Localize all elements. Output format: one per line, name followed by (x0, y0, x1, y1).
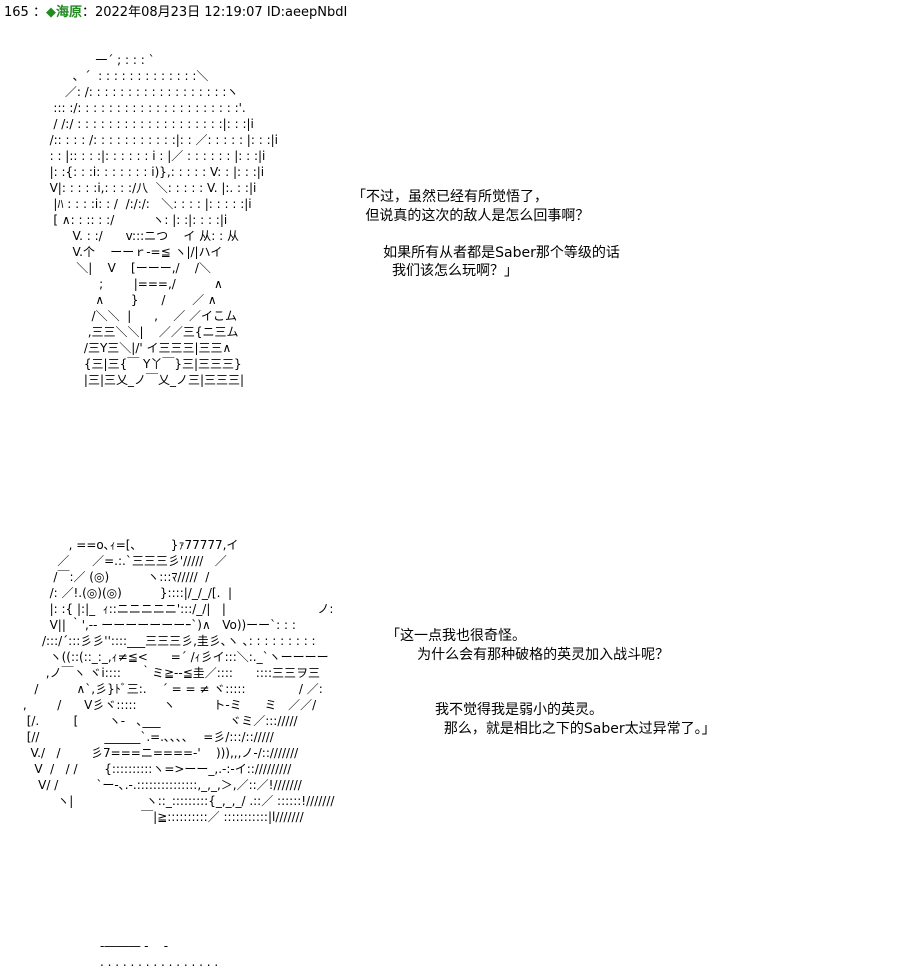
dialog-2: 「这一点我也很奇怪。 为什么会有那种破格的英灵加入战斗呢？ 我不觉得我是弱小的英… (386, 628, 716, 737)
post-datetime: 2022年08月23日 12:19:07 (94, 5, 263, 20)
post-number: 165 (4, 5, 29, 20)
ascii-art-saber: 一´ ; : : : ` 、´ : : : : : : : : : : : : … (49, 53, 278, 387)
ascii-art-character: , ==o､ｨ=[､ }ｧ77777,イ ／ ／=.:.`三三三彡'///// … (22, 538, 335, 824)
header-separator: ： (28, 5, 46, 20)
ascii-art-bottom: -――― - - . . . . . . . . . . . . . . . . (100, 939, 219, 969)
poster-id[interactable]: ID:aeepNbdI (266, 5, 348, 20)
post-header: 165 ：◆海原：2022年08月23日 12:19:07 ID:aeepNbd… (4, 4, 347, 22)
header-separator: ： (81, 5, 95, 20)
dialog-1: 「不过，虽然已经有所觉悟了， 但说真的这次的敌人是怎么回事啊？ 如果所有从者都是… (352, 189, 620, 279)
poster-name[interactable]: ◆海原 (45, 5, 82, 20)
